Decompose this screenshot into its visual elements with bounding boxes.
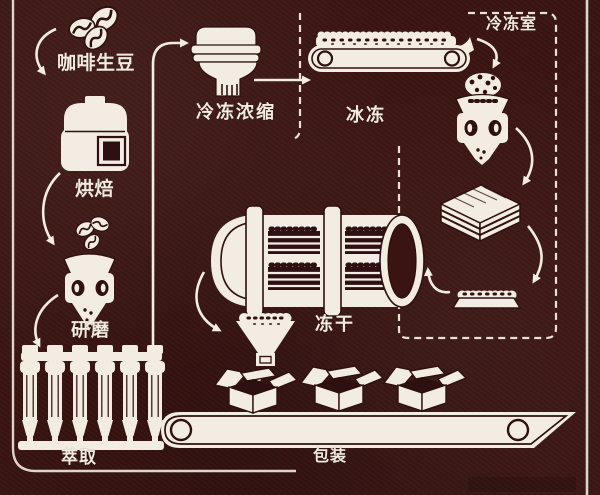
freeze-dryer-drum-icon xyxy=(211,205,425,317)
arrow-dryer-to-hopper xyxy=(195,271,222,332)
grinding-label: 研磨 xyxy=(71,320,111,341)
extraction-label: 萃取 xyxy=(61,448,97,468)
freezing-label: 冰冻 xyxy=(346,105,386,126)
arrow-tray-to-dryer xyxy=(423,267,451,294)
watermark-shadow xyxy=(468,477,576,492)
arrow-granulator-to-slab xyxy=(515,127,534,186)
packaging-label: 包装 xyxy=(313,446,348,465)
freeze-concentration-label: 冷冻浓缩 xyxy=(196,102,276,123)
freeze-drying-label: 冻干 xyxy=(315,314,355,335)
arrow-freezing-to-granulator xyxy=(476,37,501,69)
filling-hopper-icon xyxy=(236,313,295,388)
packaging-conveyor-icon xyxy=(161,412,576,448)
frozen-slab-icon xyxy=(439,184,522,243)
roasting-label: 烘焙 xyxy=(75,178,115,200)
green-beans-label: 咖啡生豆 xyxy=(57,52,136,74)
coffee-beans-icon xyxy=(65,0,124,56)
flow-arrows xyxy=(32,27,543,352)
freeze-concentrator-icon xyxy=(190,26,262,97)
freezer-room-dashed-border xyxy=(292,11,558,340)
packing-boxes-icon xyxy=(214,365,467,414)
arrow-grinding-to-extraction xyxy=(32,293,59,348)
granulator-icon xyxy=(455,73,510,165)
arrow-roasting-to-grinding xyxy=(41,172,61,246)
granule-tray-icon xyxy=(451,290,522,309)
arrow-slab-to-tray xyxy=(526,225,543,284)
roaster-icon xyxy=(61,96,129,171)
freezer-room-label: 冷冻室 xyxy=(486,14,538,33)
freezing-conveyor-icon xyxy=(308,31,474,72)
grinder-icon xyxy=(63,213,116,331)
line-extraction-to-concentration xyxy=(151,38,189,352)
arrow-beans-to-roasting xyxy=(35,27,57,76)
extraction-machine-icon xyxy=(18,344,166,450)
frame-line-left xyxy=(11,0,296,473)
